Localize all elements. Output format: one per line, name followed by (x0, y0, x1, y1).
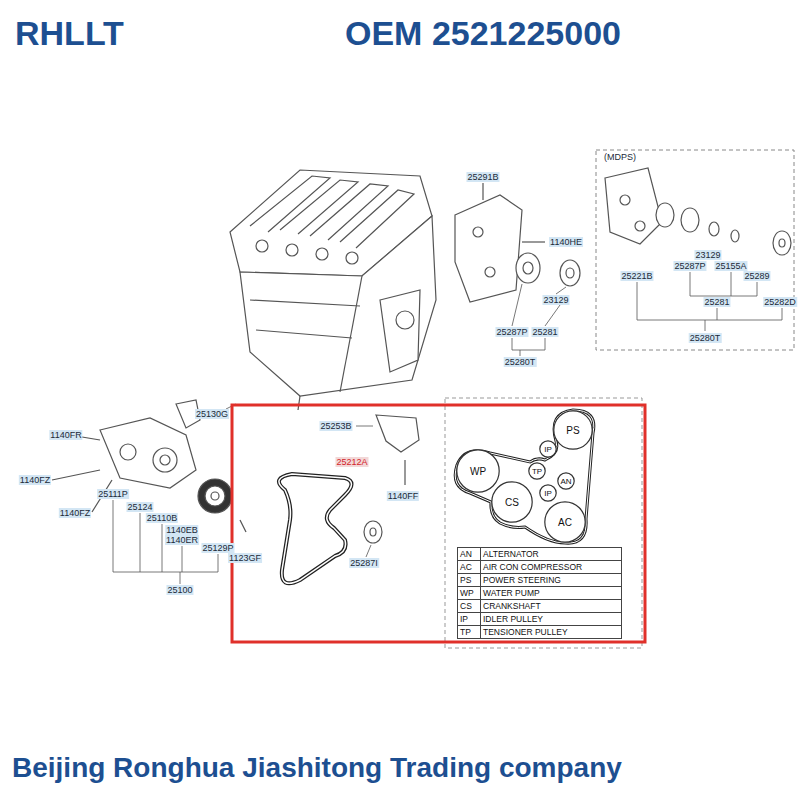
callout-number: 25281 (531, 327, 558, 337)
company-caption: Beijing Ronghua Jiashitong Trading compa… (12, 752, 622, 784)
pulley-label: IP (544, 489, 552, 498)
table-cell: ALTERNATOR (480, 547, 622, 561)
pulley-label: AC (558, 517, 572, 528)
group-note: (MDPS) (604, 152, 636, 162)
table-cell: AC (457, 560, 481, 574)
table-cell: POWER STEERING (480, 573, 622, 587)
callout-number: 1140FZ (59, 508, 91, 518)
table-cell: WATER PUMP (480, 586, 622, 600)
callout-number: 25100 (166, 585, 193, 595)
callout-number: 25280T (689, 333, 722, 343)
callout-number: 25130G (195, 409, 229, 419)
pulley-label: WP (470, 466, 486, 477)
callout-number: 25287P (495, 327, 528, 337)
callout-number: 25129P (201, 543, 234, 553)
callout-number: 23129 (542, 295, 569, 305)
pulley-label: AN (560, 477, 571, 486)
table-cell: TENSIONER PULLEY (480, 625, 622, 639)
pulley-circle: TP (528, 462, 546, 480)
belt-drawing (279, 474, 352, 583)
table-cell: AIR CON COMPRESSOR (480, 560, 622, 574)
callout-number: 25282D (763, 297, 797, 307)
callout-number: 1140FR (49, 430, 82, 440)
callout-number: 25155A (714, 261, 747, 271)
leader-lines (356, 426, 373, 557)
table-cell: WP (457, 586, 481, 600)
table-cell: IP (457, 612, 481, 626)
table-cell: AN (457, 547, 481, 561)
routing-region (445, 398, 642, 648)
callout-number: 25281 (703, 297, 730, 307)
callout-number: 25111P (97, 489, 129, 499)
pulley-label: PS (566, 425, 579, 436)
callout-number: 25287P (673, 261, 706, 271)
callout-number: 1140FZ (19, 475, 51, 485)
bracket-drawing (364, 415, 419, 543)
callout-number: 23129 (694, 250, 721, 260)
table-cell: TP (457, 625, 481, 639)
pulley-circle: IP (539, 484, 557, 502)
mdps-drawing (605, 168, 791, 255)
mdps-region (596, 150, 794, 350)
pulley-label: TP (532, 467, 542, 476)
water-pump-drawing (52, 400, 246, 532)
pulley-circle: WP (456, 449, 500, 493)
table-cell: CS (457, 599, 481, 613)
callout-number: 25291B (466, 172, 499, 182)
belt-route (455, 410, 594, 543)
callout-number: 1140HE (549, 237, 583, 247)
pulley-circle: AC (544, 501, 586, 543)
pulley-circle: AN (557, 472, 575, 490)
leader-lines (637, 272, 782, 331)
callout-number: 25280T (504, 357, 537, 367)
table-cell: IDLER PULLEY (480, 612, 622, 626)
callout-number: 25287I (349, 558, 379, 568)
leader-lines (113, 404, 236, 584)
callout-number: 25110B (146, 513, 178, 523)
table-cell: CRANKSHAFT (480, 599, 622, 613)
highlight-frame (232, 405, 645, 642)
table-cell: PS (457, 573, 481, 587)
pulley-circle: IP (539, 440, 557, 458)
pulley-circle: PS (553, 410, 593, 450)
callout-number: 25124 (126, 502, 153, 512)
callout-number: 25212A (335, 457, 368, 467)
pulley-circle: CS (491, 481, 533, 523)
callout-number: 1140ER (165, 535, 199, 545)
callout-number: 25221B (620, 271, 653, 281)
brand-title: RHLLT (15, 14, 124, 53)
pulley-label: CS (505, 497, 519, 508)
pulley-label: IP (544, 445, 552, 454)
callout-number: 25289 (743, 271, 770, 281)
callout-number: 25253B (319, 421, 352, 431)
callout-number: 1123GF (228, 553, 262, 563)
oem-number: OEM 2521225000 (345, 14, 621, 53)
callout-number: 1140EB (165, 525, 198, 535)
callout-number: 1140FF (387, 491, 419, 501)
engine-drawing (230, 170, 436, 410)
